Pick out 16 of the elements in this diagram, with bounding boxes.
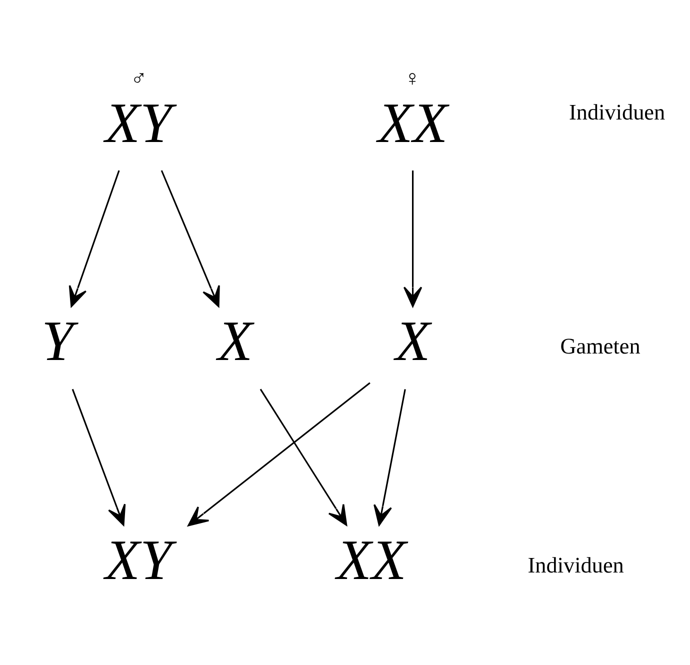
arrow [160,170,220,308]
node-text: X [395,310,430,373]
arrow [72,388,126,526]
node-text: XX [336,528,406,592]
arrow [188,382,370,526]
node-label: ♂ [130,65,148,90]
node-text: XX [378,92,448,155]
arrow [68,170,120,308]
node-text: X [218,310,253,373]
node-label: ♀ [404,65,421,90]
arrow [260,388,348,526]
label: Individuen [528,552,624,578]
arrow [403,170,422,308]
arrow [374,389,406,526]
label: Gameten [560,333,640,358]
label: Individuen [569,100,666,125]
